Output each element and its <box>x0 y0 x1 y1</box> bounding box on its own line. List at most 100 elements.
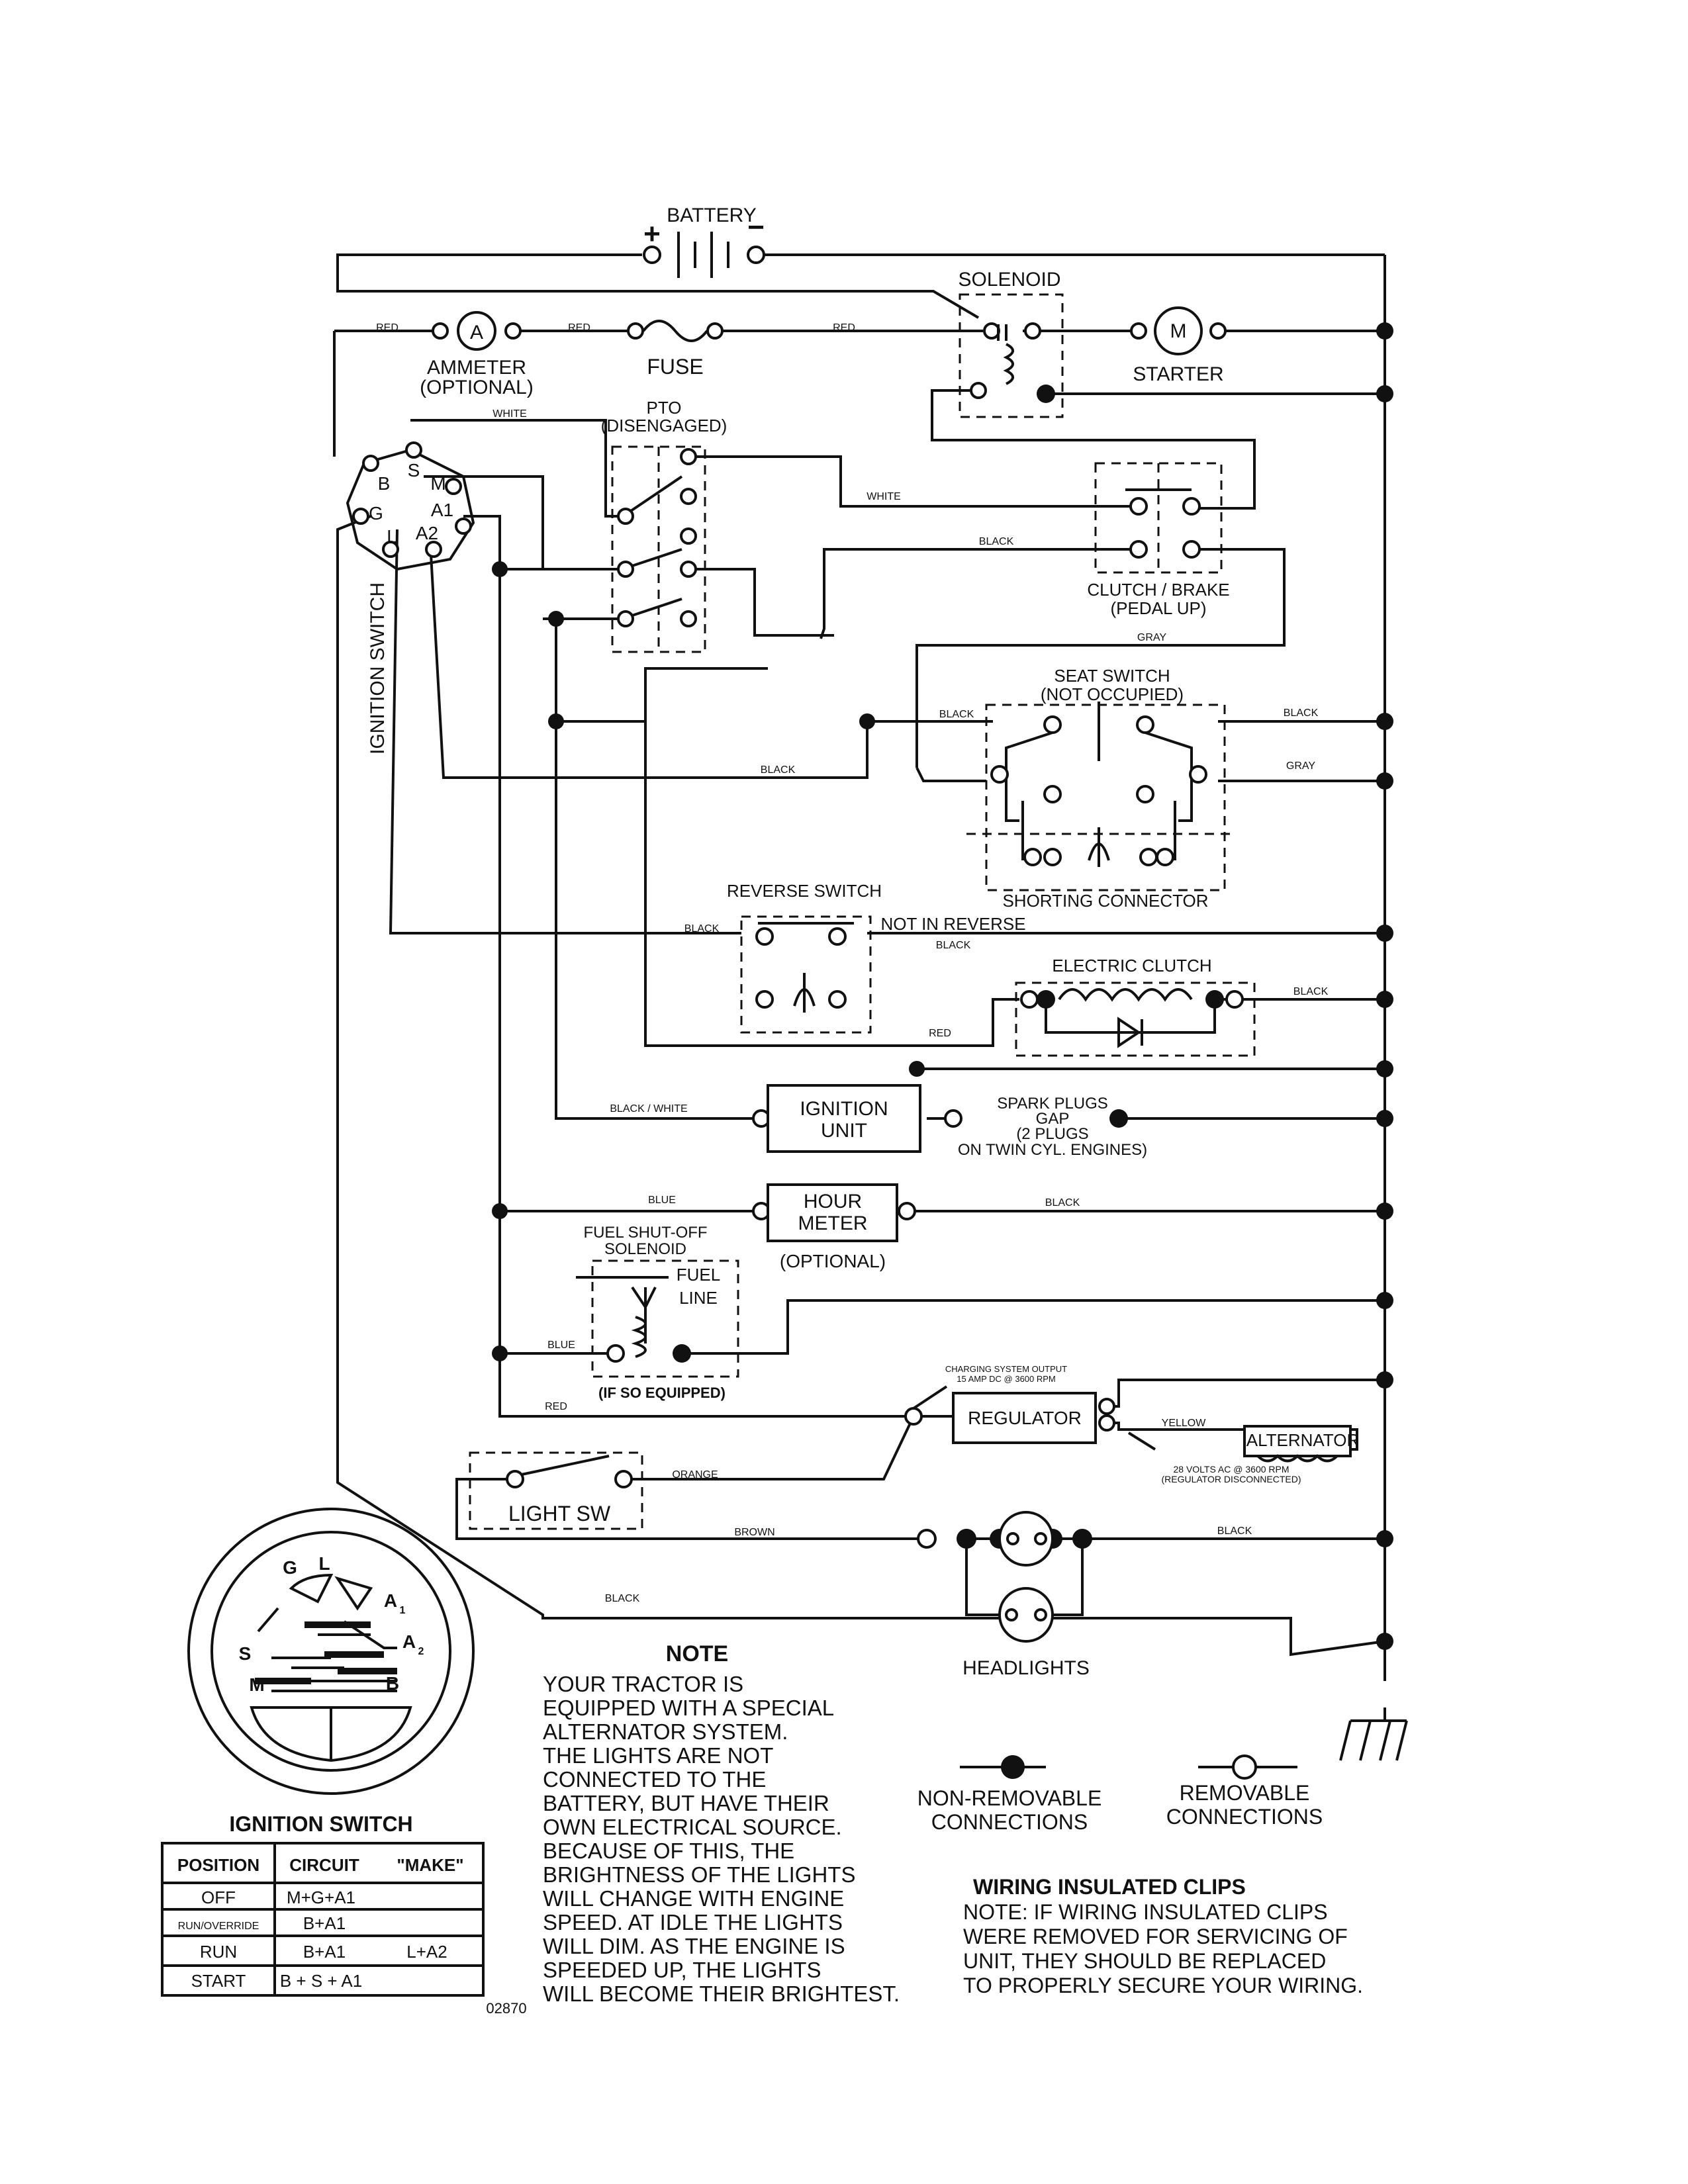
wire-label-white-2: WHITE <box>867 491 901 502</box>
light-sw-label: LIGHT SW <box>508 1502 611 1525</box>
wire-label-red-4: RED <box>929 1028 951 1039</box>
ignition-unit: BLACK / WHITE IGNITION UNIT SPARK PLUGS … <box>610 1084 1147 1159</box>
clips-line-3: TO PROPERLY SECURE YOUR WIRING. <box>963 1974 1363 1997</box>
clips-line-1: WERE REMOVED FOR SERVICING OF <box>963 1925 1348 1948</box>
note-line: CONNECTED TO THE <box>543 1767 766 1792</box>
face-a2-label: A <box>402 1631 416 1652</box>
table-header-circuit: CIRCUIT <box>289 1855 359 1875</box>
wire-label-black-8: BLACK <box>1045 1197 1080 1208</box>
wire-label-black-7: BLACK <box>1293 986 1329 997</box>
alt-volts-label-2: (REGULATOR DISCONNECTED) <box>1161 1474 1301 1484</box>
ammeter-optional: (OPTIONAL) <box>420 377 534 398</box>
legend-removable-2: CONNECTIONS <box>1166 1805 1323 1829</box>
note-line: YOUR TRACTOR IS <box>543 1672 743 1696</box>
table-row-1-position: RUN/OVERRIDE <box>178 1921 259 1932</box>
electric-clutch-label: ELECTRIC CLUTCH <box>1052 956 1211 976</box>
starter: M STARTER <box>1130 306 1227 385</box>
shorting-connector-label: SHORTING CONNECTOR <box>1002 891 1208 911</box>
wire-label-black-3: BLACK <box>1284 707 1319 719</box>
hour-meter-label-2: METER <box>798 1212 868 1234</box>
wire-label-red-5: RED <box>545 1401 567 1412</box>
face-a2-sub: 2 <box>418 1646 424 1657</box>
face-s-label: S <box>239 1643 252 1664</box>
wire-label-black-white: BLACK / WHITE <box>610 1103 687 1115</box>
face-a1-label: A <box>384 1590 397 1611</box>
ignition-switch-vertical-label: IGNITION SWITCH <box>367 582 389 754</box>
regulator: CHARGING SYSTEM OUTPUT 15 AMP DC @ 3600 … <box>904 1364 1359 1484</box>
ground-connection-dot <box>1376 713 1393 730</box>
ignition-switch-face: G L A 1 A 2 S M B IGNITION SWITCH <box>187 1508 475 1836</box>
terminal-l-label: L <box>387 526 397 547</box>
wire-label-black-2: BLACK <box>939 709 974 720</box>
wire-label-brown: BROWN <box>734 1527 774 1538</box>
clutch-brake-switch: CLUTCH / BRAKE (PEDAL UP) <box>1087 462 1230 618</box>
wire-label-black-10: BLACK <box>605 1593 640 1604</box>
legend-non-removable-2: CONNECTIONS <box>931 1810 1088 1834</box>
ignition-switch-terminals: B S M G A1 L A2 IGNITION SWITCH <box>346 441 475 754</box>
alternator-label: ALTERNATOR <box>1246 1430 1359 1450</box>
ground-connection-dot <box>1376 1530 1393 1547</box>
ground-connection-dot <box>1376 1292 1393 1309</box>
fuse: FUSE <box>627 320 724 379</box>
fuel-line-label-1: FUEL <box>677 1265 720 1285</box>
clutch-brake-state: (PEDAL UP) <box>1111 598 1207 618</box>
ground-connection-dot <box>1376 1633 1393 1650</box>
wire-label-red-3: RED <box>833 322 855 334</box>
wire-label-orange: ORANGE <box>672 1469 718 1480</box>
face-m-label: M <box>249 1674 264 1695</box>
battery-plus: + <box>643 218 661 250</box>
fuel-shutoff-label-2: SOLENOID <box>604 1240 686 1258</box>
wire-label-white-1: WHITE <box>492 408 527 420</box>
ignition-unit-label-1: IGNITION <box>800 1098 888 1120</box>
starter-label: STARTER <box>1133 363 1223 385</box>
note-line: ALTERNATOR SYSTEM. <box>543 1719 788 1744</box>
table-row-2-position: RUN <box>200 1942 237 1962</box>
not-in-reverse-label: NOT IN REVERSE <box>880 914 1025 934</box>
terminal-m-label: M <box>430 473 445 494</box>
reverse-switch: REVERSE SWITCH NOT IN REVERSE <box>727 881 1026 1034</box>
ground-connection-dot <box>1376 991 1393 1008</box>
table-row-3-position: START <box>191 1971 246 1991</box>
ignition-table: POSITION CIRCUIT "MAKE" OFF M+G+A1 RUN/O… <box>161 1842 485 1997</box>
table-row-2-extra: L+A2 <box>406 1942 447 1962</box>
reverse-switch-label: REVERSE SWITCH <box>727 881 882 901</box>
spark-plugs-label-4: ON TWIN CYL. ENGINES) <box>958 1141 1147 1159</box>
wires <box>333 253 1408 1761</box>
wire-label-black-9: BLACK <box>1217 1525 1252 1537</box>
headlights-label: HEADLIGHTS <box>962 1657 1090 1679</box>
seat-switch: SEAT SWITCH (NOT OCCUPIED) SHORTING CONN… <box>966 666 1231 911</box>
charging-label-2: 15 AMP DC @ 3600 RPM <box>957 1374 1056 1384</box>
terminal-s-label: S <box>408 460 420 480</box>
table-row-0-position: OFF <box>201 1888 236 1907</box>
note-line: WILL BECOME THEIR BRIGHTEST. <box>543 1981 900 2006</box>
solenoid-label: SOLENOID <box>958 269 1060 291</box>
note-line: OWN ELECTRICAL SOURCE. <box>543 1815 842 1839</box>
note-line: SPEED. AT IDLE THE LIGHTS <box>543 1910 843 1934</box>
clips-title: WIRING INSULATED CLIPS <box>973 1875 1246 1899</box>
wire-label-gray-2: GRAY <box>1286 760 1315 772</box>
note-line: WILL DIM. AS THE ENGINE IS <box>543 1934 845 1958</box>
terminal-b-label: B <box>378 473 391 494</box>
wire-label-blue-1: BLUE <box>648 1195 676 1206</box>
headlights: HEADLIGHTS <box>917 1511 1092 1679</box>
ground-bus-dots <box>1376 322 1393 1650</box>
ground-connection-dot <box>1376 1371 1393 1388</box>
spark-plugs-label-2: GAP <box>1036 1110 1070 1128</box>
ignition-switch-title: IGNITION SWITCH <box>229 1812 412 1836</box>
pto-label: PTO <box>647 398 682 418</box>
ground-connection-dot <box>1376 1110 1393 1127</box>
starter-symbol: M <box>1170 320 1187 342</box>
alt-volts-label-1: 28 VOLTS AC @ 3600 RPM <box>1173 1464 1289 1475</box>
spark-plugs-label-3: (2 PLUGS <box>1016 1125 1088 1143</box>
wire-label-black-1: BLACK <box>979 536 1014 547</box>
face-g-label: G <box>283 1557 297 1578</box>
wire-label-gray-1: GRAY <box>1137 632 1166 643</box>
note-line: BATTERY, BUT HAVE THEIR <box>543 1791 829 1815</box>
light-switch: LIGHT SW <box>469 1451 643 1530</box>
note-line: BECAUSE OF THIS, THE <box>543 1839 794 1863</box>
face-b-label: B <box>386 1673 399 1694</box>
clutch-brake-label: CLUTCH / BRAKE <box>1087 580 1229 600</box>
solenoid: SOLENOID <box>958 269 1064 418</box>
wiring-clips-note: WIRING INSULATED CLIPS NOTE: IF WIRING I… <box>963 1875 1363 1997</box>
